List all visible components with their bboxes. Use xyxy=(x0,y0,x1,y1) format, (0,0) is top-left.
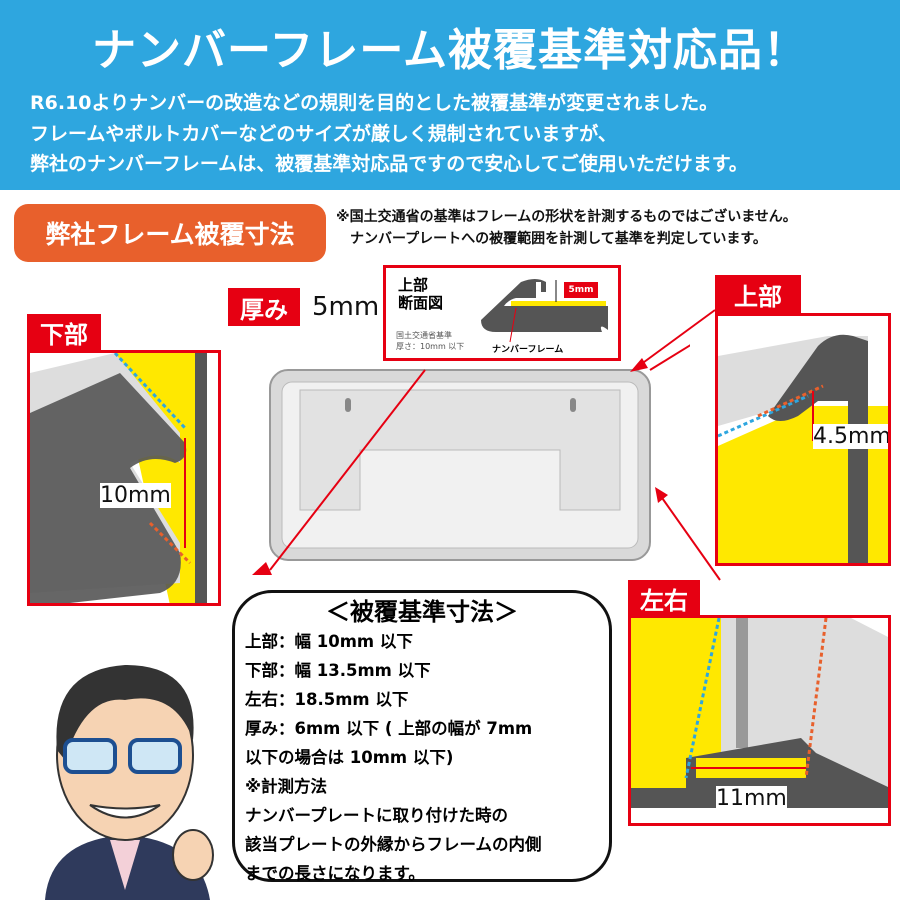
bubble-line: 上部：幅 10mm 以下 xyxy=(245,632,413,651)
cross-section-title: 上部断面図 xyxy=(398,276,443,312)
frame-pointer-label: ナンバーフレーム xyxy=(492,345,564,355)
note-line: ※国土交通省の基準はフレームの形状を計測するものではございません。 xyxy=(336,209,797,225)
thickness-value: 5mm xyxy=(312,292,380,322)
bubble-line: ※計測方法 xyxy=(245,777,328,796)
bubble-title: ＜被覆基準寸法＞ xyxy=(326,598,518,626)
page-title: ナンバーフレーム被覆基準対応品！ xyxy=(91,25,809,76)
bubble-line: 厚み：6mm 以下 ( 上部の幅が 7mm xyxy=(245,719,533,738)
header-banner xyxy=(0,0,900,190)
bottom-label: 下部 xyxy=(27,314,101,351)
standards-bubble: ＜被覆基準寸法＞ 上部：幅 10mm 以下 下部：幅 13.5mm 以下 左右：… xyxy=(232,590,612,883)
top-dim: 4.5mm xyxy=(813,424,891,449)
pointer-arrow xyxy=(655,487,721,581)
side-dim: 11mm xyxy=(716,786,787,811)
number-frame-illustration xyxy=(252,344,690,575)
side-panel: 11mm xyxy=(628,615,891,826)
cross-section-title-1: 上部 xyxy=(398,276,429,294)
section-tag: 弊社フレーム被覆寸法 xyxy=(14,204,326,262)
cross-section-dim: 5mm xyxy=(564,282,598,298)
bubble-line: までの長さになります。 xyxy=(245,864,425,883)
bottom-panel: 10mm xyxy=(27,350,221,606)
presenter-illustration xyxy=(45,665,214,900)
cross-section-diagram xyxy=(481,279,608,343)
cross-section-box: 上部断面図 国土交通省基準厚さ：10mm 以下 5mm ナンバーフレーム xyxy=(383,265,621,361)
standard-text: 厚さ：10mm 以下 xyxy=(396,342,465,351)
bubble-line: 以下の場合は 10mm 以下) xyxy=(245,748,454,767)
pointer-arrow xyxy=(630,309,716,372)
bottom-dim: 10mm xyxy=(100,483,171,508)
note-line: ナンバープレートへの被覆範囲を計測して基準を判定しています。 xyxy=(350,231,767,247)
header-line: フレームやボルトカバーなどのサイズが厳しく規制されていますが、 xyxy=(30,123,617,145)
side-label: 左右 xyxy=(628,580,700,616)
bubble-line: 左右：18.5mm 以下 xyxy=(245,690,409,709)
side-profile-illustration xyxy=(631,618,888,808)
bubble-line: 該当プレートの外縁からフレームの内側 xyxy=(245,835,542,854)
bubble-line: ナンバープレートに取り付けた時の xyxy=(245,806,509,825)
cross-section-title-2: 断面図 xyxy=(398,294,444,312)
standard-text: 国土交通省基準 xyxy=(396,331,452,340)
top-panel: 4.5mm xyxy=(715,313,891,566)
thickness-label: 厚み xyxy=(228,288,300,326)
top-label: 上部 xyxy=(715,275,801,313)
bubble-line: 下部：幅 13.5mm 以下 xyxy=(245,661,431,680)
header-line: R6.10よりナンバーの改造などの規則を目的とした被覆基準が変更されました。 xyxy=(30,92,719,114)
bottom-profile-illustration xyxy=(30,353,207,603)
header-line: 弊社のナンバーフレームは、被覆基準対応品ですので安心してご使用いただけます。 xyxy=(30,153,748,175)
